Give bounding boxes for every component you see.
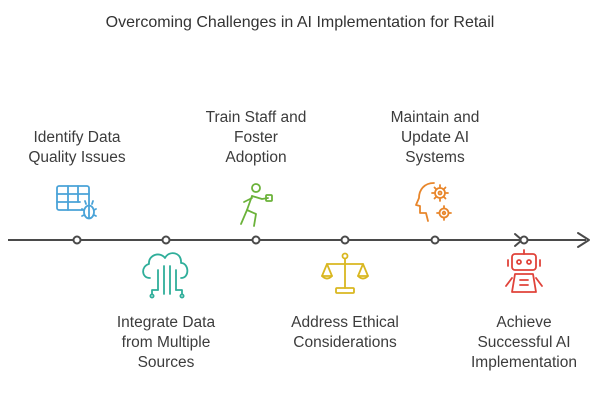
step-4-marker [340,235,350,245]
timeline-arrowhead [577,232,590,248]
step-6-marker [519,235,529,245]
step-2-marker [161,235,171,245]
step-5-marker [430,235,440,245]
running-person-icon [240,183,273,227]
step-4-label: Address Ethical Considerations [291,314,399,351]
head-gears-icon [415,182,452,222]
step-5-label: Maintain and Update AI Systems [390,109,480,166]
cloud-circuit-icon [142,252,189,299]
robot-icon [505,249,543,293]
step-1-label: Identify Data Quality Issues [28,129,126,166]
table-bug-icon [56,185,97,220]
scales-icon [321,252,369,294]
step-3-label: Train Staff and Foster Adoption [205,109,307,166]
diagram-title: Overcoming Challenges in AI Implementati… [105,14,495,31]
step-2-label: Integrate Data from Multiple Sources [116,314,216,371]
step-3-marker [251,235,261,245]
step-6-label: Achieve Successful AI Implementation [471,314,577,371]
step-1-marker [72,235,82,245]
